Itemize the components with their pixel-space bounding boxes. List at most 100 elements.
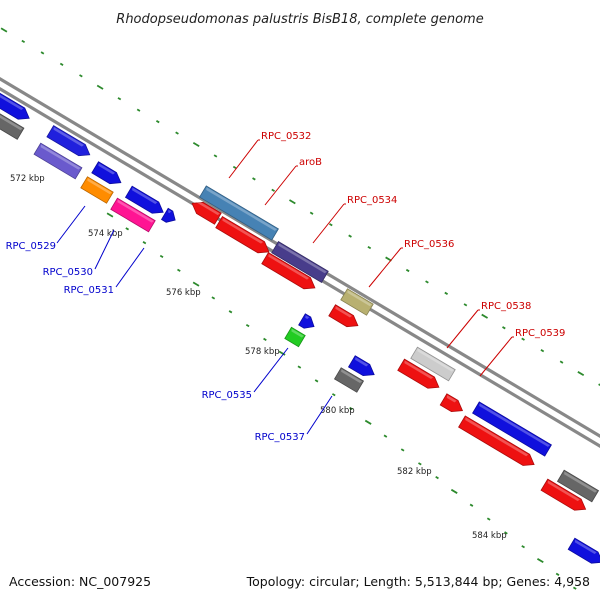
map-title: Rhodopseudomonas palustris BisB18, compl…	[116, 12, 483, 27]
feature-layer	[0, 91, 600, 564]
gene-highlight	[195, 199, 220, 216]
gene-body	[439, 393, 464, 413]
gene-highlight	[417, 348, 454, 372]
gene-leader-line	[253, 347, 289, 393]
tick-mark	[435, 476, 439, 480]
gene-highlight	[40, 144, 81, 170]
tick-mark	[329, 223, 333, 227]
gene-highlight	[87, 178, 112, 195]
gene-arrow	[567, 537, 600, 564]
tick-mark	[418, 462, 422, 466]
tick-mark	[175, 131, 179, 135]
gene-label-rpc-0532: RPC_0532	[261, 131, 311, 142]
gene-arrow	[191, 199, 222, 225]
gene-highlight	[0, 93, 24, 111]
gene-rpc-0539	[472, 401, 552, 457]
gene-body	[540, 478, 587, 511]
gene-leader-line	[306, 395, 333, 435]
gene-arrow	[439, 393, 464, 413]
tick-mark	[192, 281, 200, 287]
tick-mark	[504, 531, 508, 535]
gene-highlight	[479, 403, 551, 447]
gene-label-rpc-0538: RPC_0538	[481, 301, 531, 312]
gene-rpc-0535	[284, 326, 306, 348]
tick-mark	[79, 74, 83, 78]
tick-mark	[117, 97, 122, 101]
gene-body	[191, 201, 222, 225]
tick-mark	[555, 572, 560, 576]
gene-body	[472, 401, 552, 457]
gene-body	[284, 326, 306, 348]
gene-body	[410, 346, 456, 382]
tick-mark	[136, 108, 141, 112]
genome-info-text: Topology: circular; Length: 5,513,844 bp…	[246, 574, 590, 589]
gene-body	[46, 125, 91, 157]
tick-mark	[349, 406, 353, 411]
gene-body	[298, 313, 315, 329]
gene-label-rpc-0539: RPC_0539	[515, 328, 565, 339]
gene-rpc-0532	[199, 185, 279, 241]
gene-leader-line	[479, 336, 513, 377]
gene-highlight	[335, 306, 353, 318]
gene-label-rpc-0534: RPC_0534	[347, 195, 397, 206]
gene-leader-line	[228, 139, 259, 179]
gene-body	[261, 252, 316, 290]
gene-highlight	[222, 217, 264, 244]
gene-highlight	[305, 315, 310, 320]
gene-rpc-0538	[410, 346, 456, 382]
tick-mark	[521, 337, 525, 341]
gene-leader-line	[94, 229, 115, 270]
gene-leader-line	[312, 203, 345, 244]
tick-mark	[263, 337, 267, 341]
tick-mark	[125, 227, 130, 231]
gene-arrow	[215, 216, 270, 254]
tick-mark	[228, 310, 233, 314]
tick-mark	[598, 383, 600, 387]
tick-mark	[444, 291, 449, 295]
tick-mark	[364, 419, 372, 425]
tick-mark	[348, 234, 352, 238]
gene-body	[0, 110, 25, 140]
gene-body	[110, 197, 156, 233]
tick-label: 584 kbp	[472, 531, 507, 541]
tick-mark	[481, 313, 489, 319]
gene-arrow	[261, 252, 316, 290]
tick-label: 572 kbp	[10, 174, 45, 184]
gene-arrow	[328, 304, 359, 328]
gene-arrow	[0, 110, 25, 140]
tick-mark	[383, 434, 388, 438]
gene-arrow	[271, 241, 329, 283]
gene-highlight	[0, 112, 23, 131]
tick-mark	[521, 545, 525, 549]
gene-label-arob: aroB	[299, 157, 322, 168]
gene-body	[397, 358, 440, 389]
gene-highlight	[341, 369, 363, 384]
gene-body	[0, 91, 30, 120]
gene-arrow	[0, 91, 30, 120]
gene-body	[556, 469, 600, 503]
tick-mark	[536, 558, 544, 564]
gene-arrow	[33, 142, 83, 180]
tick-mark	[0, 27, 8, 33]
tick-mark	[252, 177, 256, 181]
tick-mark	[314, 379, 319, 383]
tick-mark	[271, 188, 275, 192]
gene-body	[124, 185, 164, 214]
gene-highlight	[564, 471, 598, 493]
tick-mark	[21, 39, 26, 44]
tick-mark	[177, 268, 181, 272]
gene-arrow	[458, 415, 535, 466]
gene-highlight	[98, 163, 116, 175]
tick-mark	[577, 371, 585, 377]
gene-body	[340, 288, 374, 316]
gene-arrow	[556, 469, 600, 503]
tick-mark	[96, 84, 104, 90]
gene-highlight	[117, 199, 154, 223]
gene-rpc-0536	[340, 288, 374, 316]
gene-arrow	[91, 161, 122, 185]
tick-mark	[297, 365, 302, 369]
gene-highlight	[446, 395, 457, 403]
tick-label: 578 kbp	[245, 347, 280, 357]
